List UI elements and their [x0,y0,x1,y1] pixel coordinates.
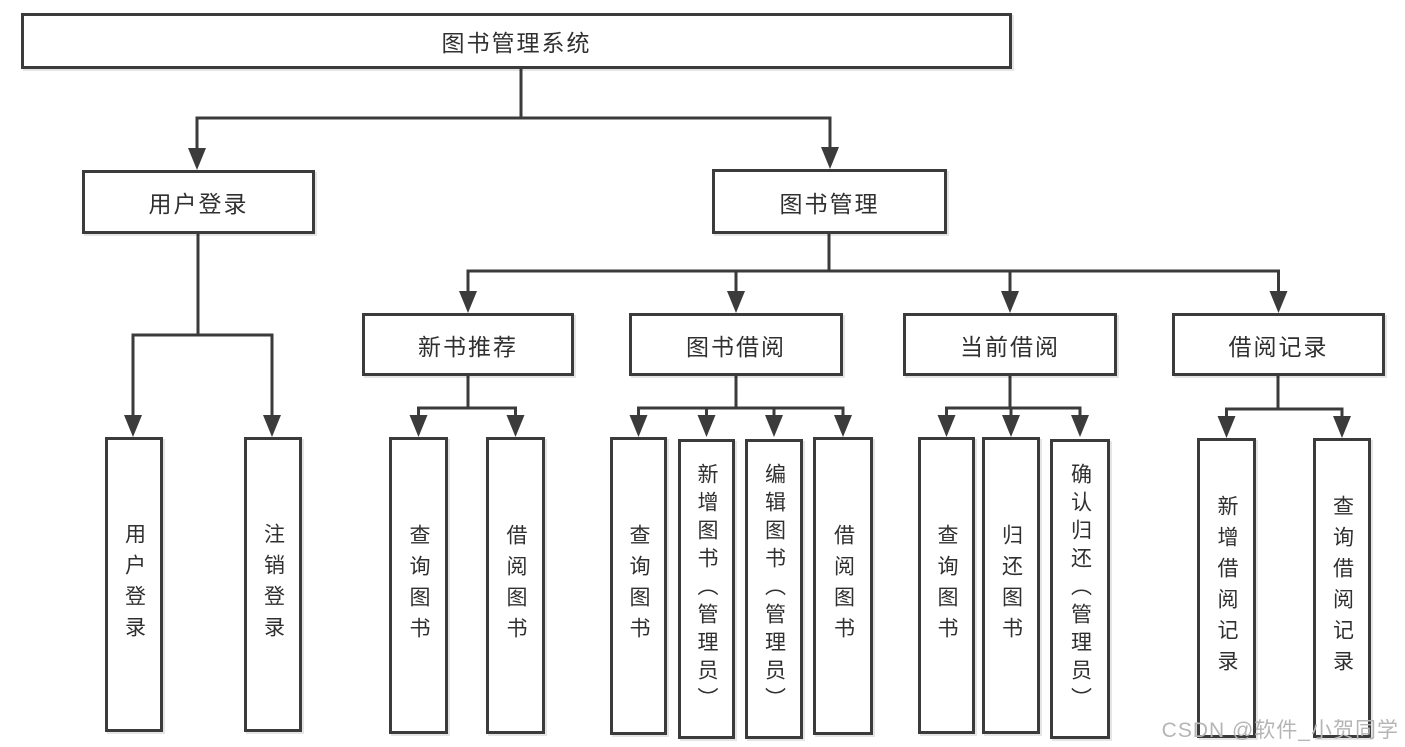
node-book-management: 图书管理 [712,169,947,234]
watermark-text: CSDN @软件_小贺同学 [1161,719,1399,742]
leaf-logout: 注销登录 [244,437,302,732]
leaf-borrow-books-recommend-label: 借阅图书 [504,523,527,648]
leaf-query-borrow-record-label: 查询借阅记录 [1330,495,1354,681]
node-user-login: 用户登录 [82,170,315,234]
node-root: 图书管理系统 [21,13,1012,69]
leaf-query-borrow-record: 查询借阅记录 [1313,438,1371,738]
leaf-borrow-books-borrowing: 借阅图书 [813,437,873,735]
node-root-label: 图书管理系统 [441,30,592,56]
leaf-query-books-recommend-label: 查询图书 [407,523,430,648]
node-current-borrowing-label: 当前借阅 [960,333,1060,360]
connector-root-to-level2 [188,69,839,170]
node-book-management-label: 图书管理 [779,190,880,217]
node-user-login-label: 用户登录 [148,191,249,217]
leaf-borrow-books-recommend: 借阅图书 [486,437,545,734]
leaf-add-borrow-record-label: 新增借阅记录 [1215,495,1238,681]
leaf-query-books-borrowing: 查询图书 [610,437,667,735]
leaf-return-books-label: 归还图书 [999,523,1023,648]
leaf-query-books-borrowing-label: 查询图书 [627,524,650,648]
node-book-borrowing: 图书借阅 [629,313,843,376]
node-current-borrowing: 当前借阅 [903,313,1117,376]
leaf-edit-book-admin: 编辑图书（管理员） [745,439,803,739]
leaf-query-books-recommend: 查询图书 [389,437,448,734]
connector-borrowing-records-branch [1217,376,1351,438]
leaf-return-books: 归还图书 [982,437,1040,734]
leaf-add-book-admin-label: 新增图书（管理员） [695,463,718,715]
leaf-confirm-return-admin: 确认归还（管理员） [1050,439,1110,739]
leaf-add-borrow-record: 新增借阅记录 [1197,438,1256,738]
node-borrowing-records: 借阅记录 [1172,313,1385,376]
connector-user-login-branch [124,234,281,437]
connector-book-borrowing-branch [629,376,852,437]
connector-book-management-branch [459,234,1288,313]
node-new-book-recommend-label: 新书推荐 [418,333,518,360]
node-new-book-recommend: 新书推荐 [362,313,574,376]
connector-current-borrowing-branch [937,376,1089,437]
leaf-confirm-return-admin-label: 确认归还（管理员） [1068,463,1092,715]
leaf-user-login-label: 用户登录 [122,522,146,647]
leaf-query-books-current-label: 查询图书 [935,523,958,648]
leaf-edit-book-admin-label: 编辑图书（管理员） [762,463,786,715]
node-borrowing-records-label: 借阅记录 [1228,333,1329,360]
leaf-add-book-admin: 新增图书（管理员） [678,439,735,739]
leaf-user-login: 用户登录 [105,437,163,732]
leaf-borrow-books-borrowing-label: 借阅图书 [831,524,855,648]
leaf-logout-label: 注销登录 [261,522,285,647]
leaf-query-books-current: 查询图书 [918,437,975,734]
connector-new-book-branch [409,376,525,437]
node-book-borrowing-label: 图书借阅 [686,333,786,360]
